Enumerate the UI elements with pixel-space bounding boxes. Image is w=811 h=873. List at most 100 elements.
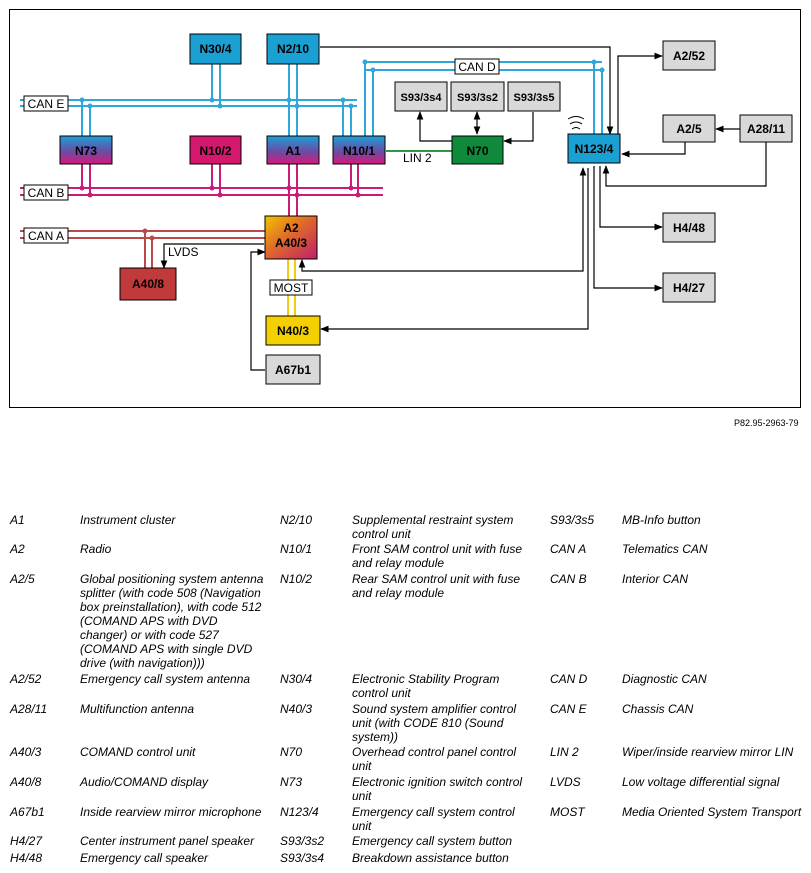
signal-connections xyxy=(160,46,767,371)
module-n40-3 xyxy=(265,315,321,346)
module-n73-label: N73 xyxy=(75,144,97,158)
module-n10-1 xyxy=(332,135,386,165)
legend-code: A2/5 xyxy=(10,572,35,586)
legend-code: LVDS xyxy=(550,775,581,789)
can-e-label: CAN E xyxy=(28,97,65,111)
module-a28-11-label: A28/11 xyxy=(747,122,785,136)
module-n123-4 xyxy=(567,133,621,164)
module-s93-3s4-label: S93/3s4 xyxy=(401,92,443,104)
module-n2-10-label: N2/10 xyxy=(277,42,309,56)
most-label-box xyxy=(269,279,313,296)
legend-description: Global positioning system antenna splitt… xyxy=(80,572,264,670)
legend-description: Emergency call speaker xyxy=(80,851,209,865)
legend-description: Emergency call system button xyxy=(352,834,513,848)
can-b-label-box xyxy=(23,184,69,201)
legend-description: Emergency call system control unit xyxy=(352,805,515,833)
module-a2-a40-3 xyxy=(264,215,318,260)
can-e-junctions xyxy=(79,97,354,109)
module-h4-27-label: H4/27 xyxy=(673,281,705,295)
module-h4-48 xyxy=(662,212,716,243)
legend-description: MB-Info button xyxy=(622,513,701,527)
legend-description: Audio/COMAND display xyxy=(80,775,209,789)
legend-description: Electronic ignition switch control unit xyxy=(352,775,523,803)
legend-code: A67b1 xyxy=(10,805,45,819)
legend-code: LIN 2 xyxy=(550,745,579,759)
module-a2-52 xyxy=(662,40,716,71)
module-a67b1 xyxy=(265,354,321,385)
module-n40-3-label: N40/3 xyxy=(277,324,309,338)
module-a1 xyxy=(266,135,320,165)
module-n30-4 xyxy=(189,33,242,65)
module-n70 xyxy=(451,135,504,165)
can-e-label-box xyxy=(23,95,69,112)
legend-code: H4/27 xyxy=(10,834,43,848)
legend-code: S93/3s5 xyxy=(550,513,595,527)
can-a-label: CAN A xyxy=(28,229,64,243)
module-n2-10 xyxy=(266,33,320,65)
legend-code: CAN E xyxy=(550,702,587,716)
module-a40-8 xyxy=(119,267,177,301)
legend-description: Emergency call system antenna xyxy=(80,672,251,686)
network-diagram: CAN E CAN D CAN B xyxy=(9,9,801,408)
legend-description: Media Oriented System Transport xyxy=(622,805,802,819)
module-n30-4-label: N30/4 xyxy=(199,42,231,56)
legend-code: N10/2 xyxy=(280,572,313,586)
legend-description: Electronic Stability Program control uni… xyxy=(352,672,500,700)
module-s93-3s4 xyxy=(394,81,448,112)
legend-code: A28/11 xyxy=(10,702,48,716)
lin2-label: LIN 2 xyxy=(403,151,432,165)
legend-description: Instrument cluster xyxy=(80,513,176,527)
legend-description: COMAND control unit xyxy=(80,745,196,759)
legend-description: Low voltage differential signal xyxy=(622,775,780,789)
legend-description: Front SAM control unit with fuse and rel… xyxy=(352,542,523,570)
module-a40-8-label: A40/8 xyxy=(132,277,164,291)
module-n73 xyxy=(59,135,113,165)
module-n70-label: N70 xyxy=(466,144,488,158)
legend-code: A2 xyxy=(10,542,25,556)
legend-description: Telematics CAN xyxy=(622,542,708,556)
legend-description: Wiper/inside rearview mirror LIN xyxy=(622,745,794,759)
legend-code: N40/3 xyxy=(280,702,313,716)
module-s93-3s2 xyxy=(450,81,505,112)
module-h4-27 xyxy=(662,272,716,303)
legend-code: H4/48 xyxy=(10,851,43,865)
module-a2-5-label: A2/5 xyxy=(676,122,702,136)
legend-code: N73 xyxy=(280,775,303,789)
can-e-bus xyxy=(20,64,357,136)
module-s93-3s5-label: S93/3s5 xyxy=(514,92,555,104)
legend-code: N10/1 xyxy=(280,542,313,556)
lvds-label: LVDS xyxy=(168,245,198,259)
legend-code: A40/3 xyxy=(10,745,42,759)
legend-code: CAN A xyxy=(550,542,587,556)
legend-description: Rear SAM control unit with fuse and rela… xyxy=(352,572,521,600)
can-a-junctions xyxy=(142,228,155,241)
module-n123-4-label: N123/4 xyxy=(575,142,614,156)
legend-code: A40/8 xyxy=(10,775,42,789)
legend-code: A2/52 xyxy=(10,672,42,686)
legend-description: Overhead control panel control unit xyxy=(352,745,517,773)
module-a2-52-label: A2/52 xyxy=(673,49,705,63)
module-s93-3s2-label: S93/3s2 xyxy=(457,92,498,104)
module-n10-2 xyxy=(189,135,242,165)
legend-description: Sound system amplifier control unit (wit… xyxy=(352,702,517,744)
module-a2-label: A2 xyxy=(283,221,299,235)
figure-reference-code: P82.95-2963-79 xyxy=(734,418,799,428)
module-a40-3-label: A40/3 xyxy=(275,236,307,250)
legend-description: Center instrument panel speaker xyxy=(80,834,255,848)
most-label: MOST xyxy=(274,281,309,295)
legend-description: Chassis CAN xyxy=(622,702,694,716)
legend-description: Inside rearview mirror microphone xyxy=(80,805,262,819)
legend-code: S93/3s2 xyxy=(280,834,325,848)
module-a28-11 xyxy=(739,114,793,143)
module-a1-label: A1 xyxy=(285,144,301,158)
module-h4-48-label: H4/48 xyxy=(673,221,705,235)
can-d-label: CAN D xyxy=(458,60,496,74)
legend-description: Breakdown assistance button xyxy=(352,851,509,865)
module-a67b1-label: A67b1 xyxy=(275,363,311,377)
can-b-label: CAN B xyxy=(28,186,65,200)
legend-code: S93/3s4 xyxy=(280,851,325,865)
module-n10-1-label: N10/1 xyxy=(343,144,375,158)
module-a2-5 xyxy=(662,114,716,143)
legend-description: Diagnostic CAN xyxy=(622,672,707,686)
legend-code: N123/4 xyxy=(280,805,319,819)
